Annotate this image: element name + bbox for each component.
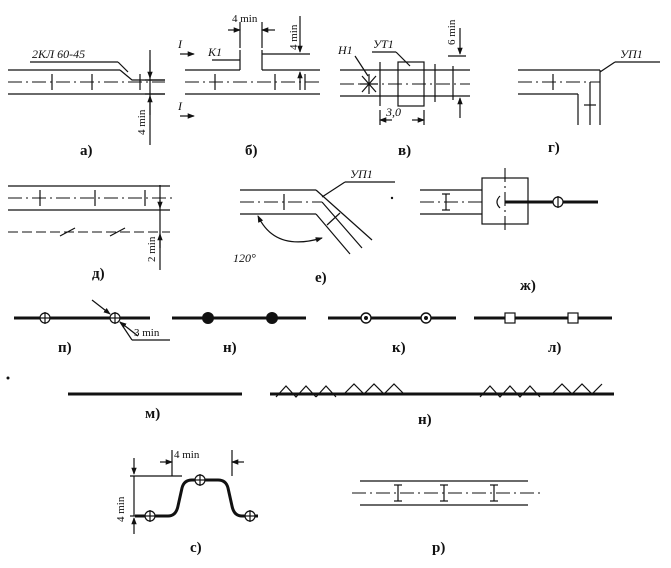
p-dimension: 3 min — [134, 327, 160, 339]
caption-s: с) — [190, 540, 202, 556]
caption-p: п) — [58, 340, 72, 356]
e-angle: 120° — [233, 251, 256, 265]
diagram-l: л) — [474, 312, 612, 356]
s-horizontal-dimension: 4 min — [174, 449, 200, 461]
caption-l: л) — [548, 340, 561, 356]
v-mark-ut1: УТ1 — [373, 37, 394, 51]
b-pipe-mark: К1 — [207, 45, 222, 59]
caption-n2: н) — [418, 412, 432, 428]
v-vertical-dimension: 6 min — [446, 19, 458, 45]
caption-n1: н) — [223, 340, 237, 356]
a-vertical-dimension: 4 min — [136, 109, 148, 135]
caption-g: г) — [548, 140, 560, 156]
s-vertical-dimension: 4 min — [115, 496, 127, 522]
caption-e: е) — [315, 270, 327, 286]
v-mark-h1: Н1 — [337, 43, 353, 57]
b-horizontal-dimension: 4 min — [232, 13, 258, 25]
d-vertical-dimension: 2 min — [146, 236, 158, 262]
diagram-r: р) — [352, 480, 540, 556]
diagram-a: 2КЛ 60-45 4 min а) — [8, 47, 165, 159]
diagram-b: I I К1 4 min 4 min б) — [177, 13, 320, 159]
diagram-g: УП1 г) — [518, 47, 660, 156]
v-horizontal-dimension: 3,0 — [385, 105, 401, 119]
diagram-v: Н1 УТ1 6 min 3,0 в) — [337, 19, 470, 159]
caption-b: б) — [245, 143, 258, 159]
caption-m: м) — [145, 406, 160, 422]
diagram-zh: ж) — [420, 168, 598, 294]
caption-d: д) — [92, 266, 105, 282]
diagram-n1: н) — [172, 312, 306, 356]
diagram-s: 4 min 4 min с) — [115, 449, 258, 556]
g-mark: УП1 — [620, 47, 643, 61]
caption-r: р) — [432, 540, 445, 556]
scan-dot — [390, 196, 394, 200]
diagram-p: 3 min п) — [14, 299, 170, 356]
diagram-e: УП1 120° е) — [233, 167, 395, 286]
b-section-label-top: I — [177, 37, 183, 51]
caption-v: в) — [398, 143, 411, 159]
diagram-k: к) — [328, 312, 456, 356]
a-pipe-mark: 2КЛ 60-45 — [32, 47, 85, 61]
b-section-label-bottom: I — [177, 99, 183, 113]
diagram-n2: н) — [270, 383, 614, 428]
caption-zh: ж) — [520, 278, 536, 294]
diagram-d: 2 min д) — [8, 185, 175, 282]
e-mark: УП1 — [350, 167, 373, 181]
caption-k: к) — [392, 340, 406, 356]
caption-a: а) — [80, 143, 93, 159]
b-vertical-dimension: 4 min — [288, 24, 300, 50]
scan-dot — [6, 376, 10, 380]
diagram-m: м) — [68, 392, 242, 422]
